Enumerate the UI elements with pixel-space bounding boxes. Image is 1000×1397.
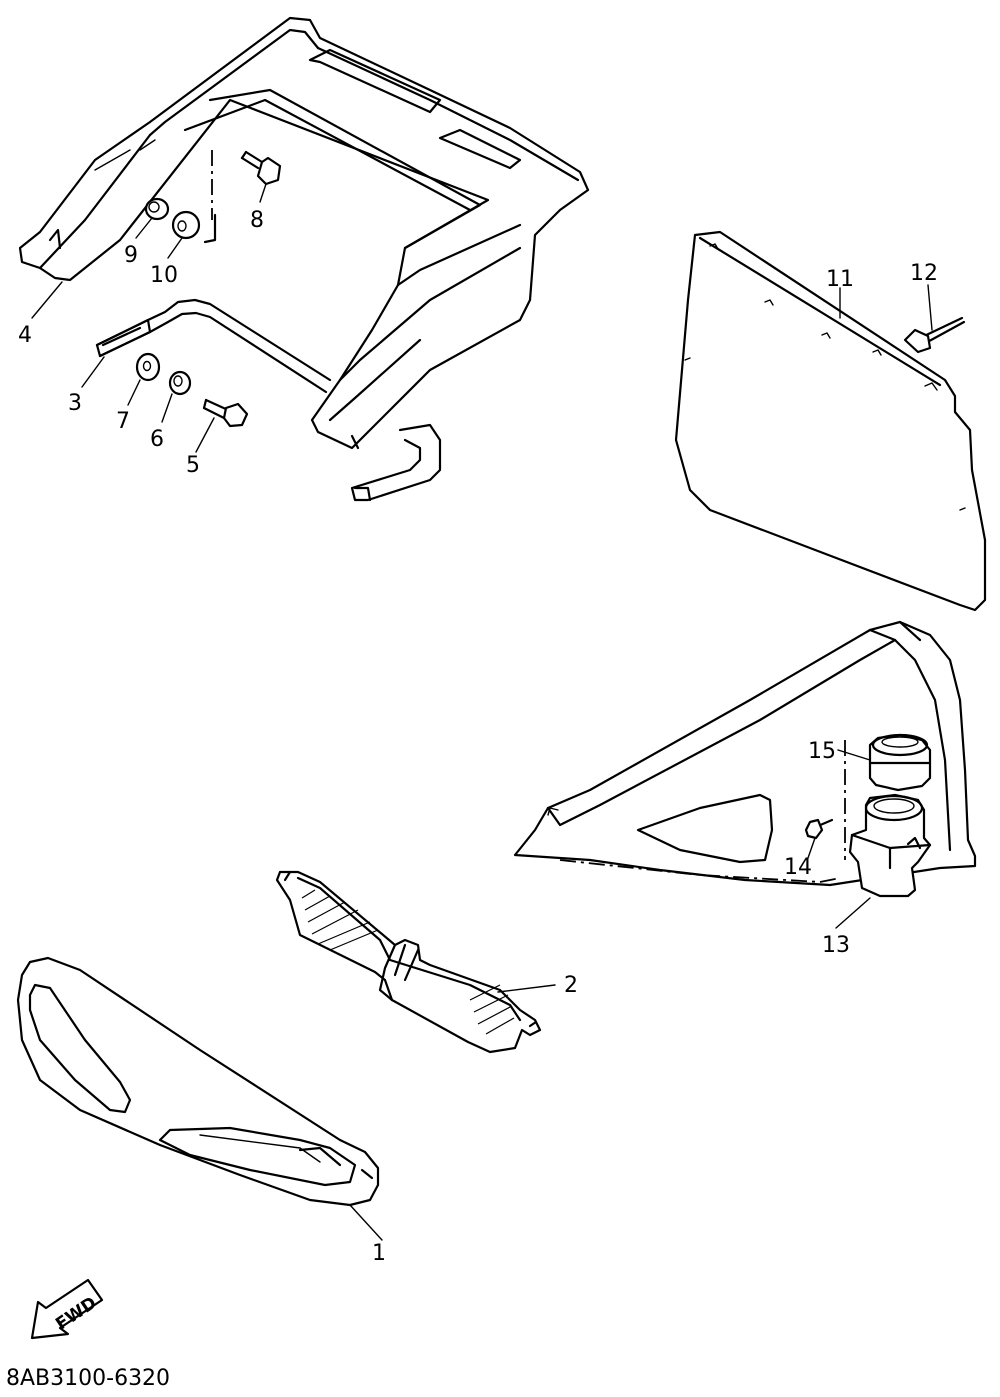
nut-6: [168, 370, 192, 396]
label-part-11: 11: [826, 267, 854, 292]
label-part-4: 4: [18, 323, 32, 348]
label-part-10: 10: [150, 263, 178, 288]
rear-carrier-rack: [18, 16, 590, 450]
tail-light-housing: [513, 620, 977, 887]
nut-6-hole: [173, 375, 183, 387]
label-part-15: 15: [808, 739, 836, 764]
label-part-6: 6: [150, 427, 164, 452]
grab-bar-bracket: [95, 298, 442, 502]
lamp-holder-13: [848, 793, 932, 898]
drawing-code: 8AB3100-6320: [6, 1366, 170, 1391]
label-part-5: 5: [186, 453, 200, 478]
bulb-14: [804, 818, 834, 840]
label-part-3: 3: [68, 391, 82, 416]
label-part-8: 8: [250, 208, 264, 233]
washer-7: [135, 352, 161, 382]
screw-12: [903, 316, 966, 354]
washer-7-hole: [142, 360, 152, 372]
label-part-13: 13: [822, 933, 850, 958]
washer-10-hole: [177, 220, 187, 232]
label-part-12: 12: [910, 261, 938, 286]
socket-15: [868, 733, 932, 792]
label-part-14: 14: [784, 855, 812, 880]
leader-lines: [31, 183, 933, 1241]
part-numbers: 4 3 7 6 5 9 10 8 11 12 15 14 13 2 1: [18, 208, 938, 1266]
reflector-2: [275, 870, 542, 1054]
bolt-8: [240, 150, 282, 186]
label-part-7: 7: [116, 409, 130, 434]
reflector-texture: [301, 889, 515, 1035]
nut-9: [144, 197, 170, 221]
label-part-2: 2: [564, 973, 578, 998]
bolt-5: [202, 398, 249, 428]
label-part-9: 9: [124, 243, 138, 268]
label-part-1: 1: [372, 1241, 386, 1266]
forward-direction-arrow: FWD: [30, 1278, 104, 1340]
nut-9-hole: [148, 201, 160, 213]
license-plate-bracket: [674, 230, 987, 612]
rear-cover-1: [16, 956, 380, 1207]
